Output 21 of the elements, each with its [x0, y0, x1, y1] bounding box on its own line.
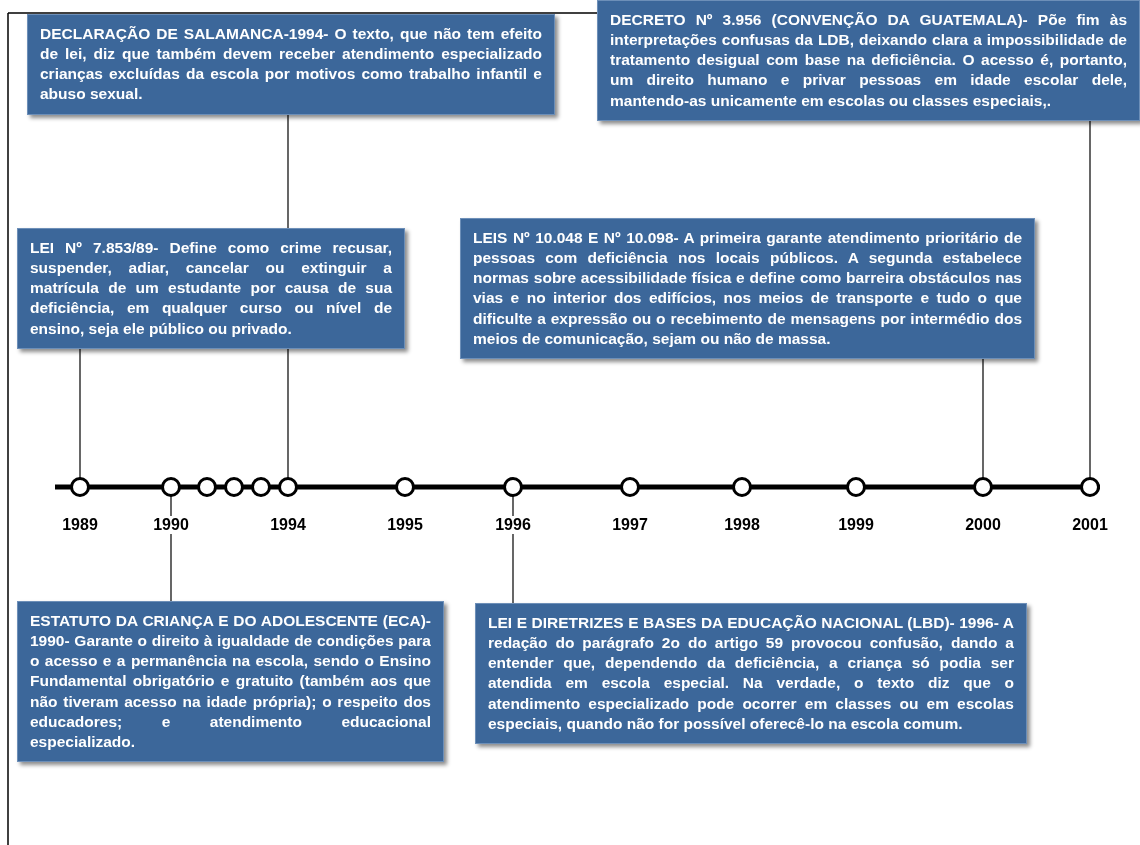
- timeline-marker: [1080, 477, 1100, 497]
- timeline-marker: [503, 477, 523, 497]
- timeline-marker: [395, 477, 415, 497]
- timeline-marker: [973, 477, 993, 497]
- timeline-marker: [224, 477, 244, 497]
- timeline-marker: [161, 477, 181, 497]
- timeline-marker: [278, 477, 298, 497]
- year-label: 1990: [152, 516, 190, 534]
- timeline-marker: [70, 477, 90, 497]
- year-label: 1996: [494, 516, 532, 534]
- event-text-box: LEI E DIRETRIZES E BASES DA EDUCAÇÃO NACIONAL (LBD)- 1996- A redação do parágrafo 2o do artigo 59 provocou confusão, dando a entender que, dependendo da deficiência, a criança só podia ser atendida em escola especial. Na verdade, o texto diz que o atendimento especializado pode ocorrer em classes ou em escolas especiais, quando não for possível oferecê-lo na escola comum.: [475, 603, 1027, 744]
- timeline-marker: [251, 477, 271, 497]
- event-text-box: ESTATUTO DA CRIANÇA E DO ADOLESCENTE (ECA)- 1990- Garante o direito à igualdade de condições para o acesso e a permanência na escola, sendo o Ensino Fundamental obrigatório e gratuito (também aos que não tiveram acesso na idade própria); o respeito dos educadores; e atendimento educacional especializado.: [17, 601, 444, 762]
- timeline-marker: [620, 477, 640, 497]
- event-text-box: DECRETO Nº 3.956 (CONVENÇÃO DA GUATEMALA)- Põe fim às interpretações confusas da LDB, deixando clara a impossibilidade de tratamento desigual com base na deficiência. O acesso é, portanto, um direito humano e privar pessoas em idade escolar dele, mantendo-as unicamente em escolas ou classes especiais,.: [597, 0, 1140, 121]
- event-text-box: DECLARAÇÃO DE SALAMANCA-1994- O texto, que não tem efeito de lei, diz que também devem receber atendimento especializado crianças excluídas da escola por motivos como trabalho infantil e abuso sexual.: [27, 14, 555, 115]
- event-text-box: LEIS Nº 10.048 E Nº 10.098- A primeira garante atendimento prioritário de pessoas com deficiência nos locais públicos. A segunda estabelece normas sobre acessibilidade física e define como barreira obstáculos nas vias e no interior dos edifícios, nos meios de transporte e tudo o que dificulte a expressão ou o recebimento de mensagens por intermédio dos meios de comunicação, sejam ou não de massa.: [460, 218, 1035, 359]
- timeline-marker: [197, 477, 217, 497]
- timeline-marker: [732, 477, 752, 497]
- event-text-box: LEI Nº 7.853/89- Define como crime recusar, suspender, adiar, cancelar ou extinguir a matrícula de um estudante por causa de sua deficiência, em qualquer curso ou nível de ensino, seja ele público ou privado.: [17, 228, 405, 349]
- timeline-marker: [846, 477, 866, 497]
